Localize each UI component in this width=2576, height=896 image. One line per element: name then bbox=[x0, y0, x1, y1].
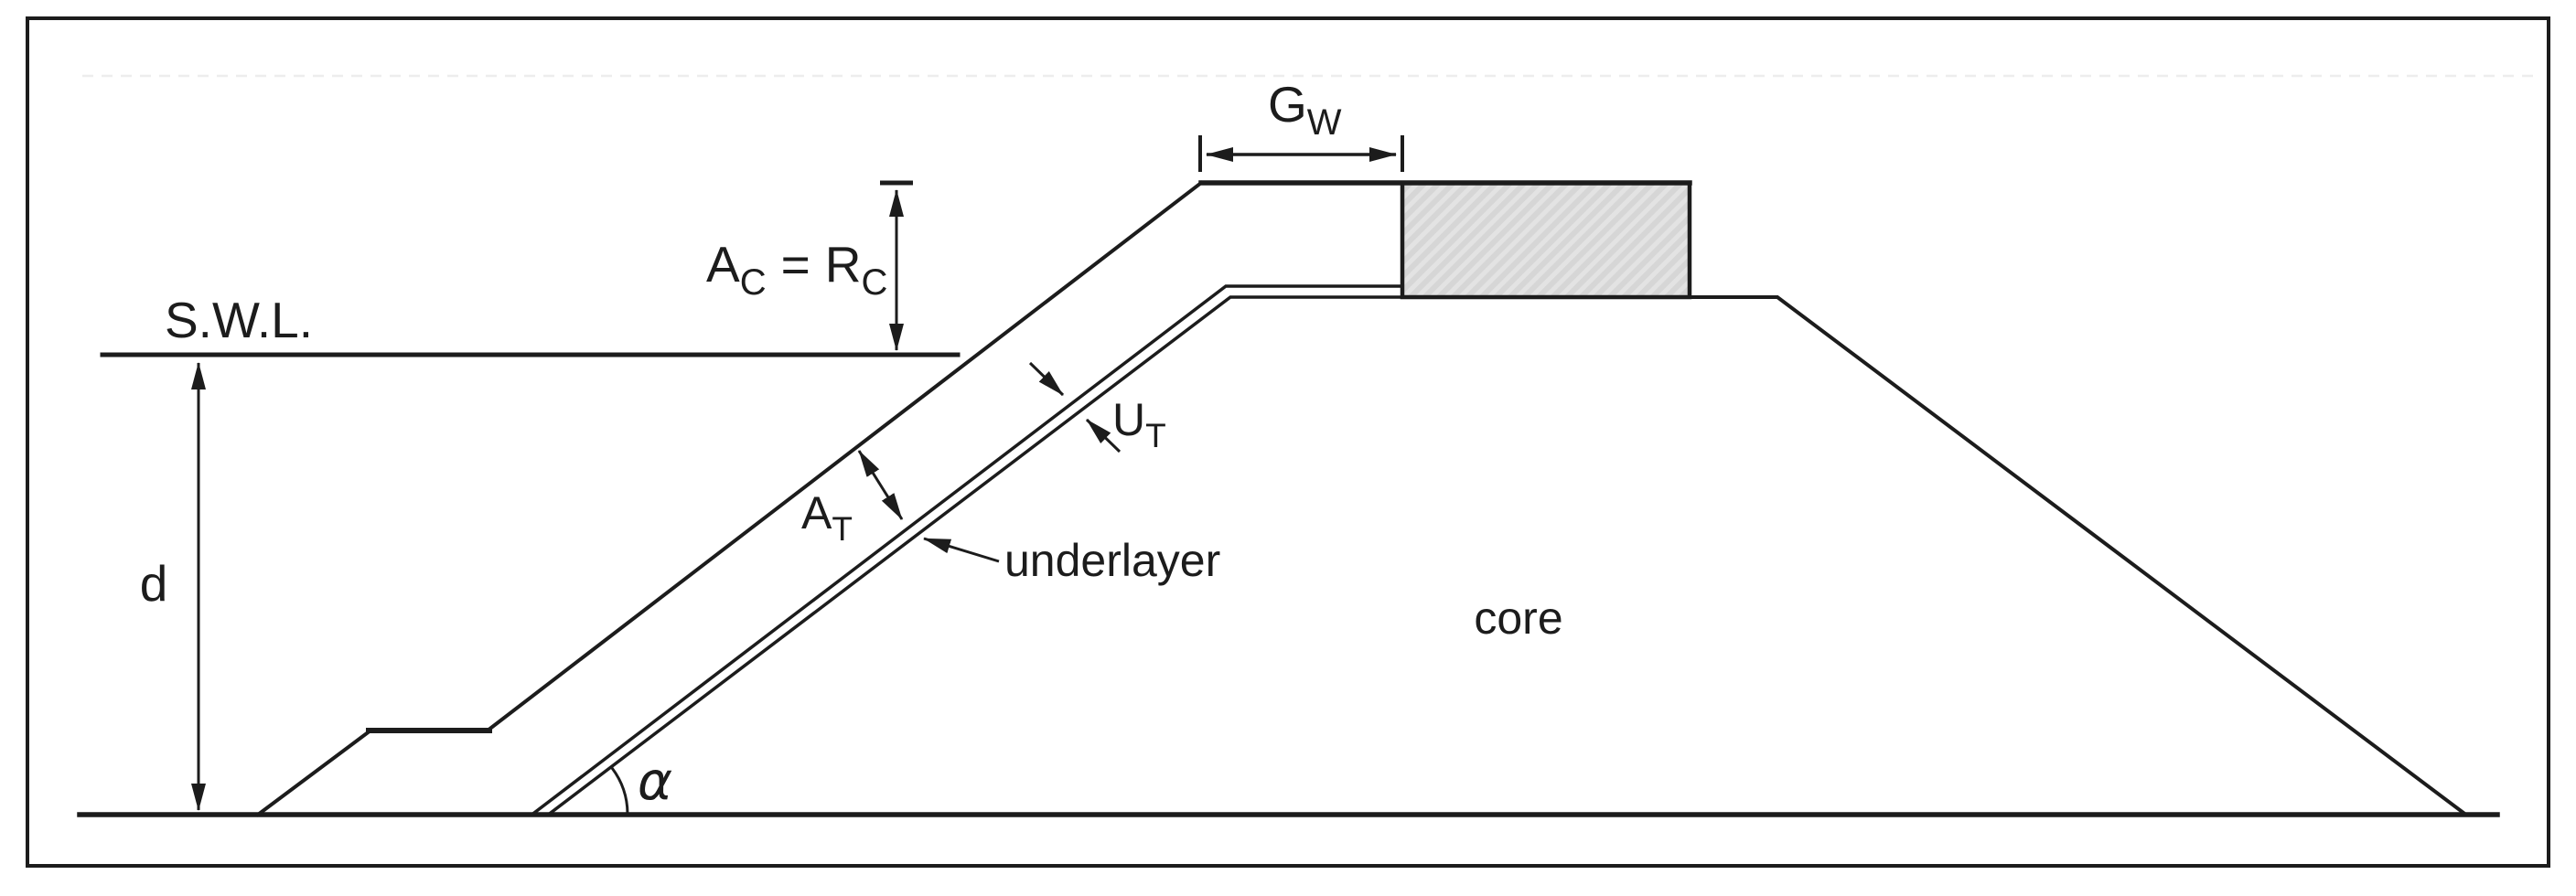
armour-thickness-label: AT bbox=[801, 487, 853, 548]
core-boundary-line bbox=[548, 295, 1406, 816]
underlayer-pointer-arrow bbox=[923, 537, 1000, 563]
alpha-label: α bbox=[638, 750, 672, 812]
crest-freeboard-label: AC=RC bbox=[706, 236, 887, 303]
swl-label: S.W.L. bbox=[165, 292, 313, 348]
underlayer-label: underlayer bbox=[1004, 535, 1220, 586]
underlayer-thickness-arrow-upper bbox=[1028, 361, 1065, 397]
armour-thickness-arrow bbox=[857, 450, 904, 520]
crown-wall-block bbox=[1400, 180, 1692, 300]
gap-width-label: GW bbox=[1268, 76, 1342, 143]
slope-angle-arc bbox=[609, 765, 629, 816]
leeward-slope-line bbox=[1688, 295, 2466, 816]
underlayer-thickness-arrow-lower bbox=[1085, 418, 1122, 453]
core-label: core bbox=[1474, 592, 1562, 644]
depth-label: d bbox=[140, 555, 168, 612]
underlayer-top-line bbox=[531, 284, 1406, 816]
figure-border bbox=[26, 16, 2550, 868]
underlayer-thickness-label: UT bbox=[1112, 394, 1166, 454]
